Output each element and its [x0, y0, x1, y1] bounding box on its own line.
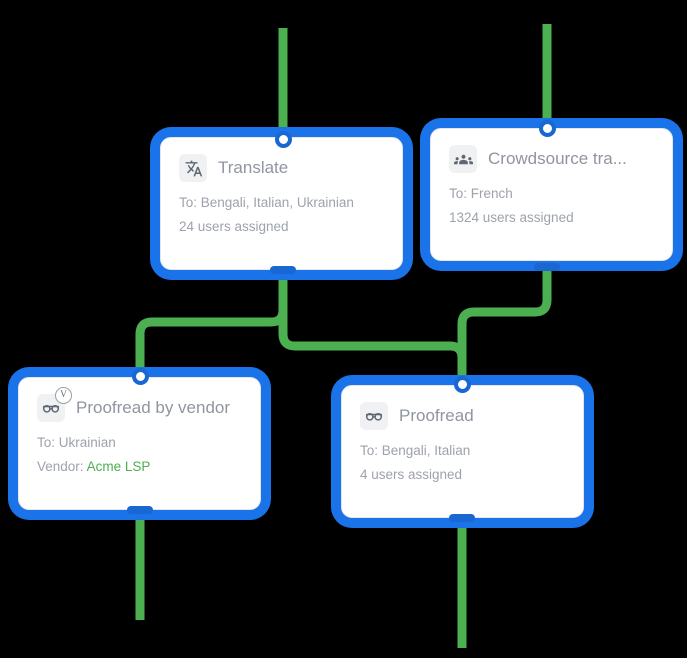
port-in-translate[interactable] — [275, 131, 292, 148]
node-title: Crowdsource tra... — [488, 149, 627, 168]
edge-translate-to-proofread-vendor — [135, 272, 288, 376]
node-title: Proofread — [399, 406, 474, 425]
node-proofread[interactable]: Proofread To: Bengali, Italian 4 users a… — [341, 385, 584, 518]
groups-icon — [449, 145, 477, 173]
node-detail-assignees: 24 users assigned — [179, 219, 289, 234]
edge-translate-to-proofread — [278, 272, 467, 384]
node-title: Proofread by vendor — [76, 398, 231, 417]
node-detail-languages: To: Ukrainian — [37, 435, 116, 450]
glasses-vendor-icon: V — [37, 387, 72, 422]
node-detail-languages: To: French — [449, 186, 513, 201]
node-header: Crowdsource tra... — [449, 145, 654, 173]
port-out-translate[interactable] — [270, 266, 296, 274]
edge-crowdsource-to-proofread — [457, 270, 552, 384]
vendor-label: Vendor: — [37, 459, 84, 474]
node-proofread-by-vendor[interactable]: V Proofread by vendor To: Ukrainian Vend… — [18, 377, 261, 510]
node-header: Proofread — [360, 402, 565, 430]
node-detail-languages: To: Bengali, Italian, Ukrainian — [179, 195, 354, 210]
port-in-proofread-by-vendor[interactable] — [132, 368, 149, 385]
node-crowdsource[interactable]: Crowdsource tra... To: French 1324 users… — [430, 128, 673, 261]
node-detail-assignees: 1324 users assigned — [449, 210, 574, 225]
node-header: Translate — [179, 154, 384, 182]
node-title: Translate — [218, 158, 289, 177]
vendor-badge-icon: V — [55, 387, 72, 404]
node-header: V Proofread by vendor — [37, 387, 242, 422]
port-in-crowdsource[interactable] — [539, 120, 556, 137]
translate-icon — [179, 154, 207, 182]
port-out-proofread[interactable] — [449, 514, 475, 522]
node-detail-languages: To: Bengali, Italian — [360, 443, 471, 458]
node-detail-assignees: 4 users assigned — [360, 467, 463, 482]
port-out-crowdsource[interactable] — [534, 263, 560, 271]
glasses-icon — [360, 402, 388, 430]
node-detail-vendor: Vendor: Acme LSP — [37, 459, 242, 474]
node-translate[interactable]: Translate To: Bengali, Italian, Ukrainia… — [160, 137, 403, 270]
vendor-value: Acme LSP — [86, 459, 151, 474]
port-in-proofread[interactable] — [454, 376, 471, 393]
port-out-proofread-by-vendor[interactable] — [127, 506, 153, 514]
